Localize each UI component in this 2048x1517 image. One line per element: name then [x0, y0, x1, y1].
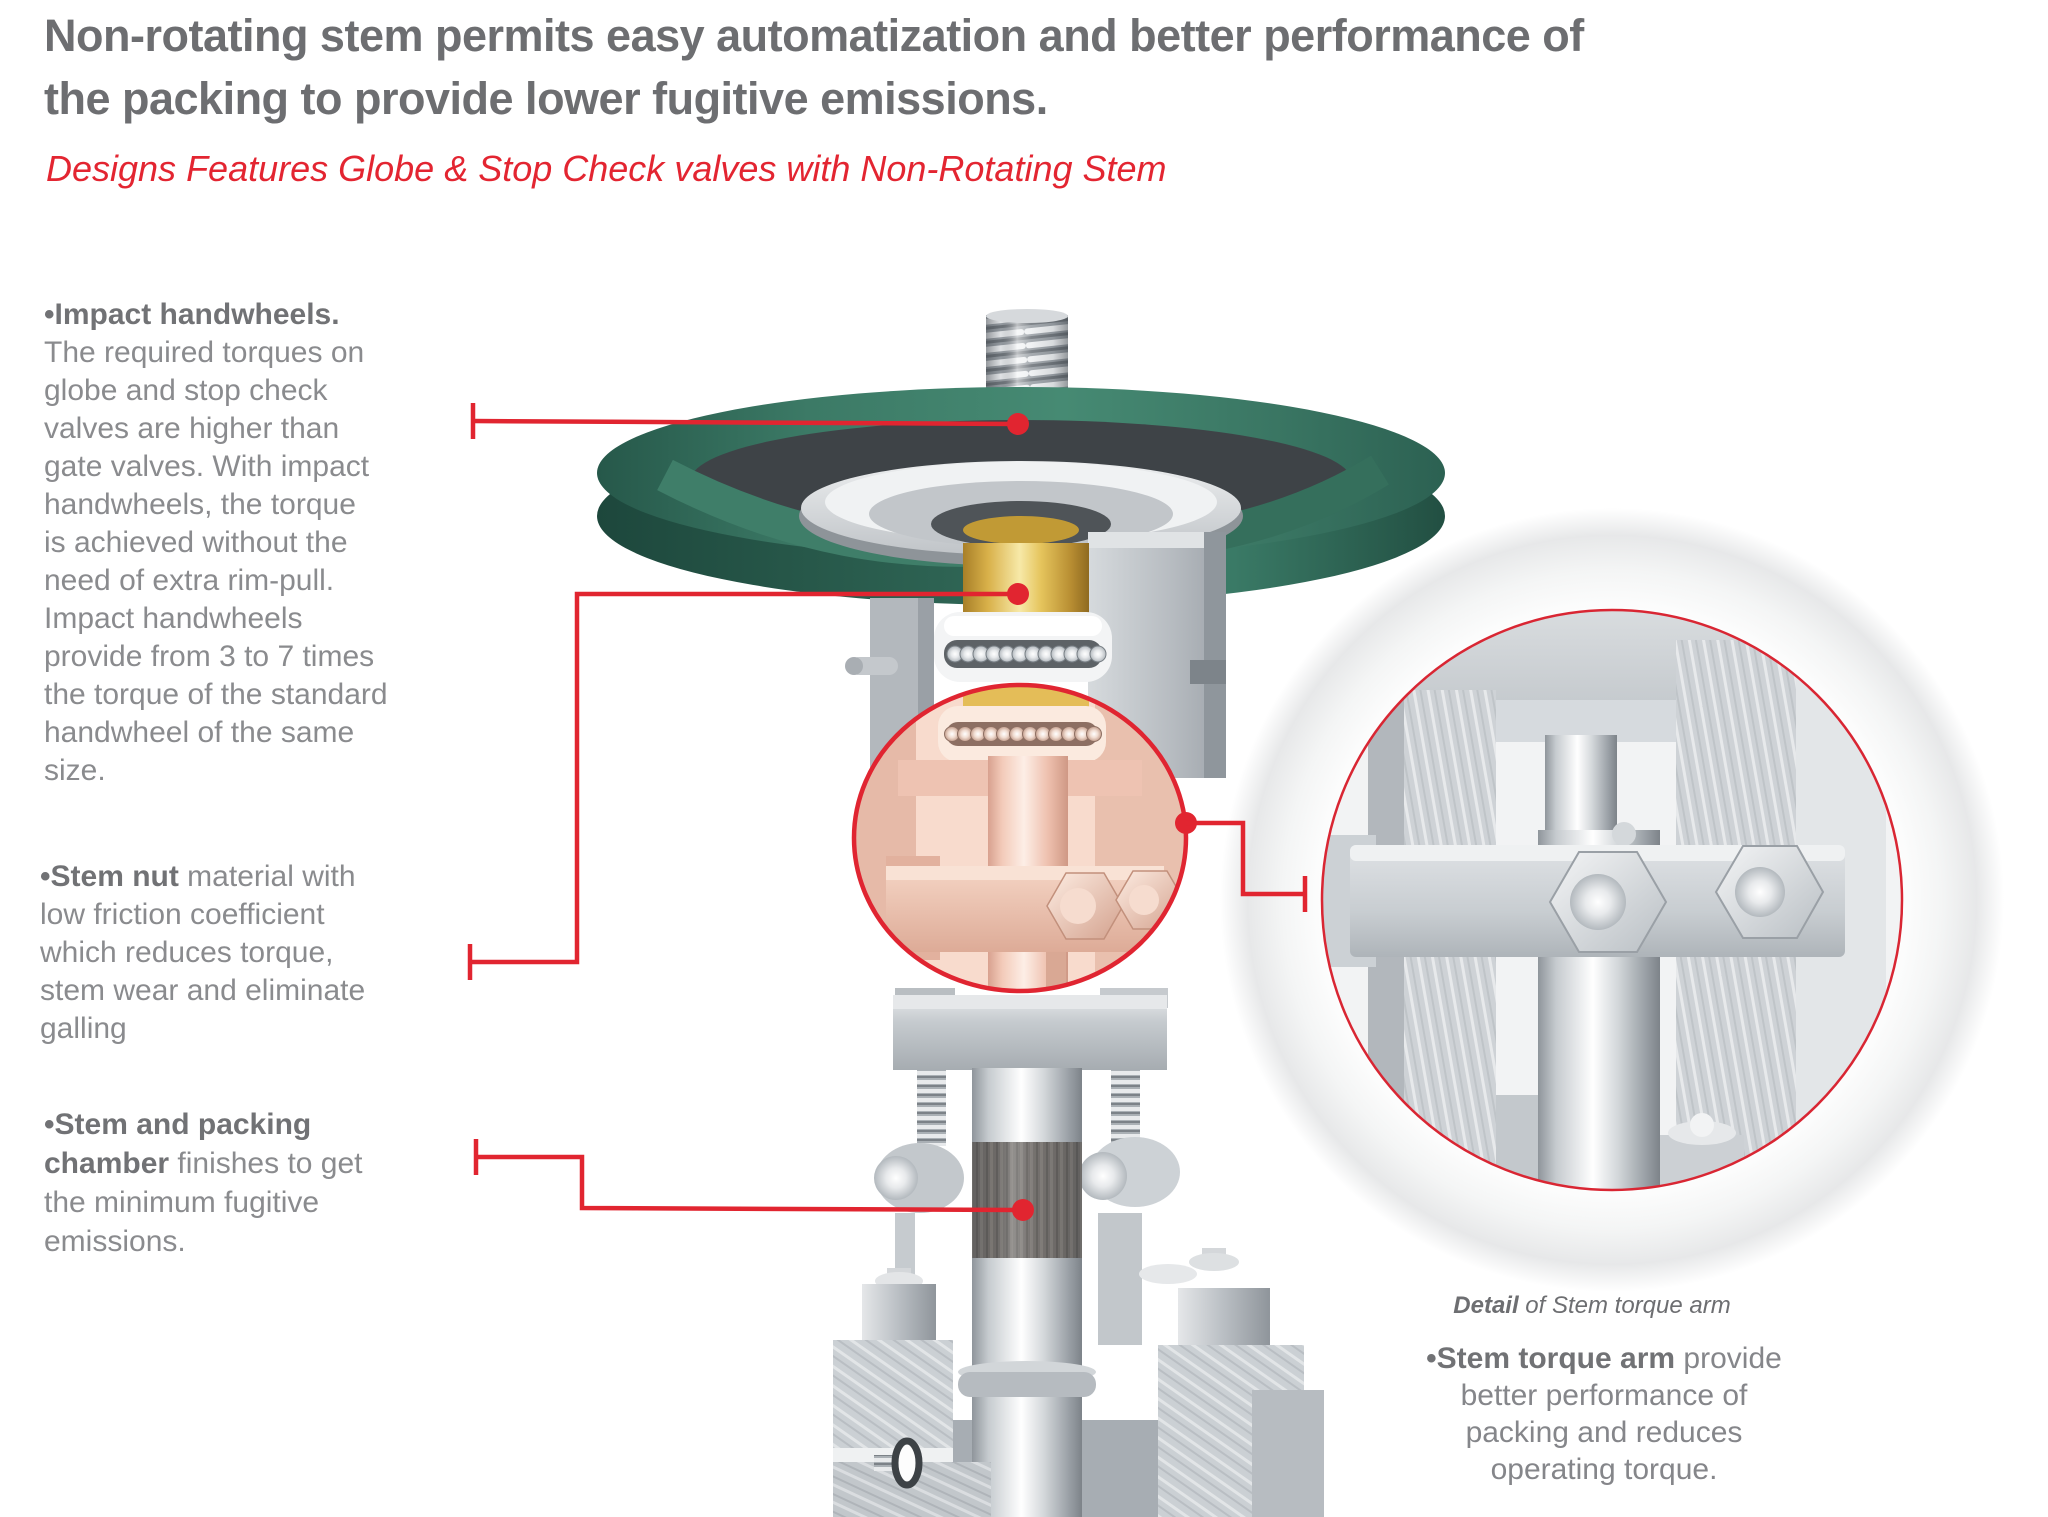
callout-stem-packing	[473, 1139, 1034, 1221]
annotation-stem-torque-arm-body: provide better performance of packing an…	[1460, 1342, 1782, 1486]
callout-stem-nut	[467, 583, 1029, 980]
callout-impact-handwheel	[470, 403, 1029, 439]
packing-chamber	[895, 1068, 1180, 1517]
annotation-impact-handwheels: •Impact handwheels. The required torques…	[44, 296, 514, 790]
annotation-stem-torque-arm-lead: •Stem torque arm	[1426, 1342, 1676, 1375]
annotation-stem-nut-lead: •Stem nut	[40, 860, 179, 893]
stem-nut	[963, 543, 1089, 617]
annotation-stem-torque-arm: •Stem torque arm provide better performa…	[1374, 1340, 1834, 1488]
annotation-stem-and-packing-lead: •Stem and packing chamber	[44, 1108, 312, 1180]
impact-handwheel	[597, 387, 1445, 605]
annotation-stem-nut: •Stem nut material with low friction coe…	[40, 858, 510, 1048]
annotation-stem-and-packing: •Stem and packing chamber finishes to ge…	[44, 1105, 514, 1261]
threaded-stem	[986, 309, 1068, 401]
page-subtitle: Designs Features Globe & Stop Check valv…	[46, 148, 1167, 189]
annotation-stem-nut-body: material with low friction coefficient w…	[40, 860, 366, 1045]
page-title: Non-rotating stem permits easy automatiz…	[44, 10, 1584, 124]
yoke-bracket	[845, 532, 1226, 778]
annotation-impact-handwheels-body: The required torques on globe and stop c…	[44, 336, 388, 787]
callouts	[467, 403, 1308, 1221]
annotation-impact-handwheels-lead: •Impact handwheels.	[44, 298, 340, 331]
detail-of-stem-torque-arm	[1320, 608, 1904, 1192]
annotation-stem-and-packing-body: finishes to get the minimum fugitive emi…	[44, 1147, 363, 1258]
detail-caption: Detail of Stem torque arm	[1392, 1292, 1792, 1320]
gland-flange	[874, 988, 1180, 1213]
callout-detail-link	[1175, 812, 1308, 912]
valve-body	[833, 1248, 1324, 1517]
valve-assembly	[597, 309, 1445, 1517]
detail-caption-rest: of Stem torque arm	[1518, 1292, 1731, 1319]
detail-caption-bold: Detail	[1453, 1292, 1519, 1319]
thrust-bearing	[934, 612, 1112, 682]
